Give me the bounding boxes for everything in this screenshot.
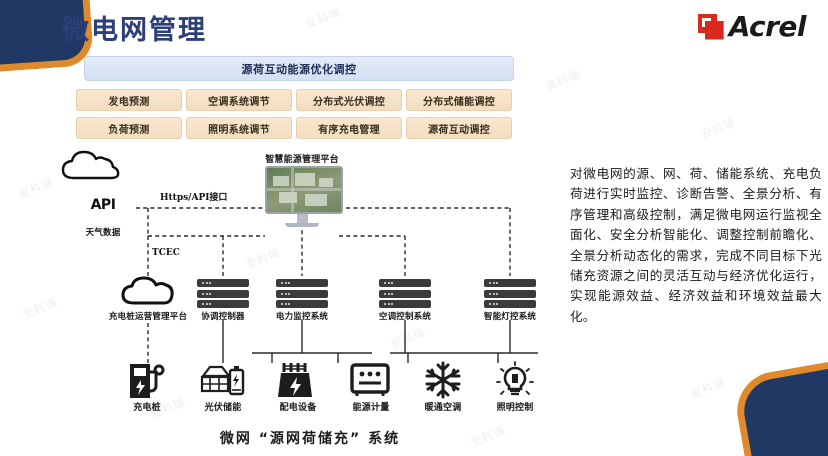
snowflake-icon xyxy=(425,361,461,399)
function-cell[interactable]: 有序充电管理 xyxy=(296,117,402,139)
device-label: 配电设备 xyxy=(279,403,317,413)
architecture-diagram: API 天气数据 Https/API接口 TCEC 智慧能源管理平台 充电桩运营… xyxy=(60,148,560,448)
brand-name: Acrel xyxy=(728,10,807,43)
https-api-link-label: Https/API接口 xyxy=(160,193,228,203)
watermark: 安科瑞 xyxy=(17,175,56,202)
diagram-connectors xyxy=(136,207,538,363)
light-bulb-icon xyxy=(496,361,534,396)
function-cell[interactable]: 照明系统调节 xyxy=(186,117,292,139)
cloud-icon xyxy=(121,276,174,305)
diagram-caption: 微网 “源网荷储充” 系统 xyxy=(219,431,401,447)
acrel-mark-icon xyxy=(697,13,724,40)
function-cell[interactable]: 分布式光伏调控 xyxy=(296,89,402,111)
function-cell[interactable]: 分布式储能调控 xyxy=(406,89,512,111)
brand-logo: Acrel xyxy=(697,10,807,43)
watermark: 安科瑞 xyxy=(21,295,60,322)
energy-meter-icon xyxy=(350,363,390,396)
weather-api-cloud-icon xyxy=(61,150,120,180)
watermark: 安科瑞 xyxy=(544,67,583,94)
server-rack-icon xyxy=(197,279,249,311)
function-cell[interactable]: 发电预测 xyxy=(76,89,182,111)
page-title: 微电网管理 xyxy=(62,15,207,46)
function-cell-grid: 发电预测 空调系统调节 分布式光伏调控 分布式储能调控 负荷预测 照明系统调节 … xyxy=(76,89,520,139)
api-badge-label: API xyxy=(90,197,116,213)
platform-label: 智慧能源管理平台 xyxy=(265,155,339,165)
corner-decoration-bottom-right xyxy=(730,356,828,456)
node-label: 智能灯控系统 xyxy=(483,312,537,322)
ev-charger-icon xyxy=(130,364,165,398)
watermark: 安科瑞 xyxy=(304,5,343,32)
transformer-icon xyxy=(278,363,312,397)
device-label: 能源计量 xyxy=(352,403,390,413)
node-label: 充电桩运营管理平台 xyxy=(108,312,188,322)
watermark: 安科瑞 xyxy=(689,375,728,402)
server-rack-icon xyxy=(276,279,328,311)
node-label: 协调控制器 xyxy=(201,312,245,322)
server-rack-icon xyxy=(379,279,431,311)
banner-optimization-control: 源荷互动能源优化调控 xyxy=(84,56,514,81)
device-label: 暖通空调 xyxy=(424,403,462,413)
weather-data-label: 天气数据 xyxy=(85,228,121,238)
function-cell[interactable]: 源荷互动调控 xyxy=(406,117,512,139)
tcec-link-label: TCEC xyxy=(152,248,180,258)
description-paragraph: 对微电网的源、网、荷、储能系统、充电负荷进行实时监控、诊断告警、全景分析、有序管… xyxy=(570,166,822,324)
function-cell[interactable]: 负荷预测 xyxy=(76,117,182,139)
device-label: 充电桩 xyxy=(133,403,161,413)
solar-battery-icon xyxy=(200,365,245,396)
device-label: 照明控制 xyxy=(496,403,534,413)
server-rack-icon xyxy=(484,279,536,311)
node-label: 空调控制系统 xyxy=(378,312,432,322)
device-label: 光伏储能 xyxy=(204,403,242,413)
function-cell[interactable]: 空调系统调节 xyxy=(186,89,292,111)
watermark: 安科瑞 xyxy=(699,115,738,142)
management-platform-monitor-icon xyxy=(265,166,343,227)
node-label: 电力监控系统 xyxy=(275,312,329,322)
